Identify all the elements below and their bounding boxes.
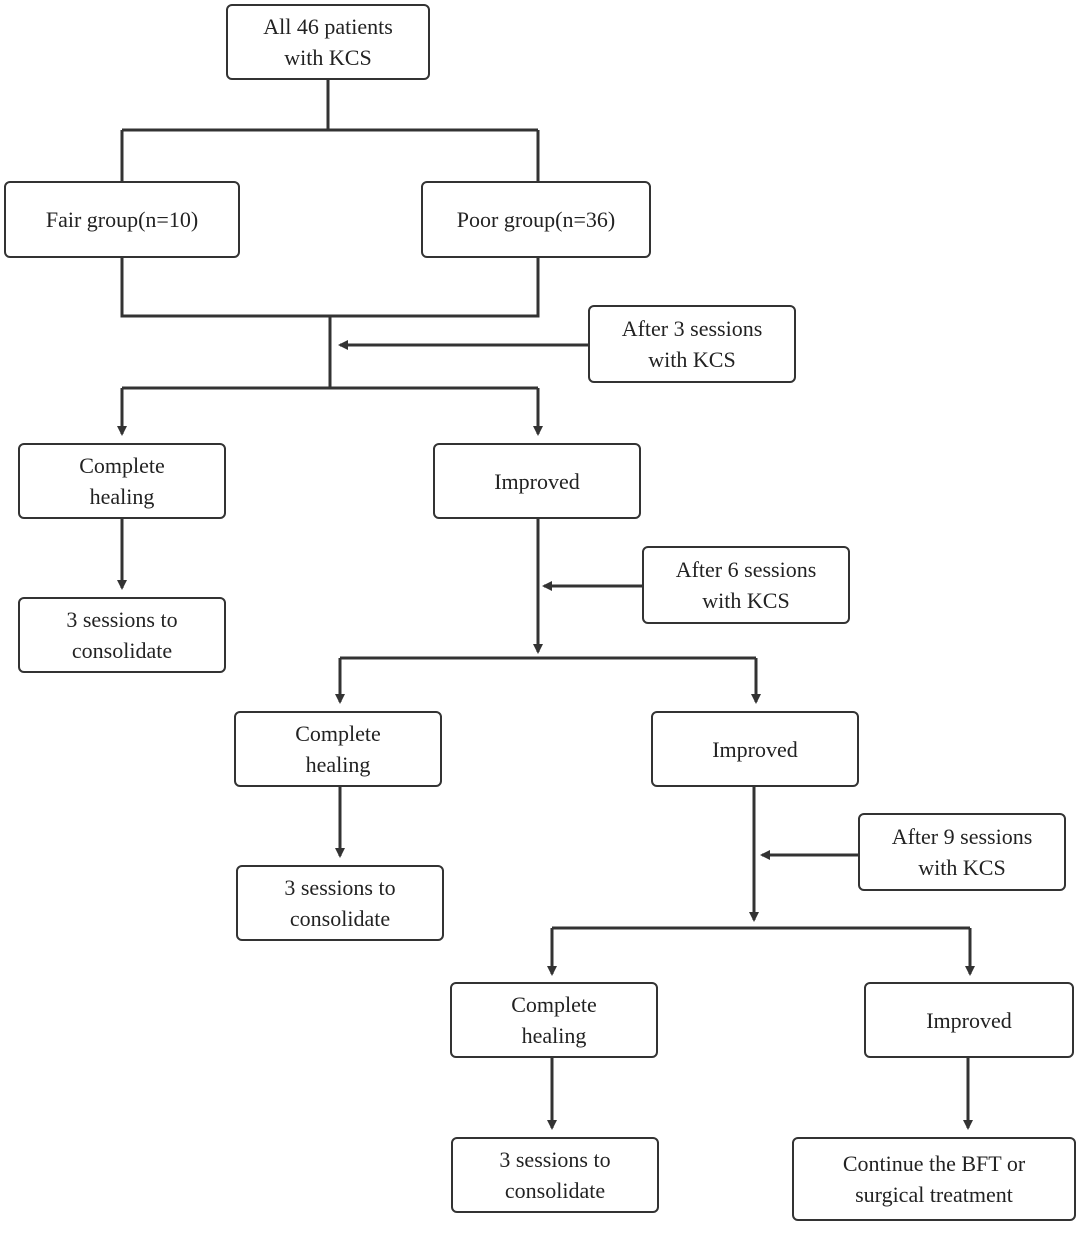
- node-label: consolidate: [289, 906, 391, 931]
- node-label: After 6 sessions: [675, 557, 817, 582]
- note-after-9-sessions: After 9 sessions with KCS: [858, 813, 1066, 891]
- node-label: Continue the BFT or: [842, 1151, 1026, 1176]
- node-label: Improved: [712, 736, 798, 762]
- node-label: healing: [89, 484, 155, 509]
- node-label: with KCS: [702, 588, 790, 613]
- node-label: After 3 sessions: [621, 316, 763, 341]
- node-label: healing: [305, 752, 371, 777]
- node-complete-healing-2: Complete healing: [234, 711, 442, 787]
- node-improved-2: Improved: [651, 711, 859, 787]
- note-after-6-sessions: After 6 sessions with KCS: [642, 546, 850, 624]
- node-consolidate-3: 3 sessions to consolidate: [451, 1137, 659, 1213]
- connector-groups-merge: [120, 258, 540, 390]
- node-label: 3 sessions to: [499, 1147, 611, 1172]
- node-label: Fair group(n=10): [45, 207, 199, 232]
- node-label: Complete: [79, 453, 165, 478]
- node-label: All 46 patients: [263, 14, 393, 39]
- node-consolidate-1: 3 sessions to consolidate: [18, 597, 226, 673]
- node-poor-group: Poor group(n=36): [421, 181, 651, 258]
- node-label: 3 sessions to: [66, 607, 178, 632]
- node-label: with KCS: [648, 347, 736, 372]
- node-improved-3: Improved: [864, 982, 1074, 1058]
- node-label: healing: [521, 1023, 587, 1048]
- node-label: surgical treatment: [855, 1182, 1013, 1207]
- node-label: Improved: [926, 1007, 1012, 1033]
- connector-root-to-groups: [120, 80, 540, 181]
- node-continue-treatment: Continue the BFT or surgical treatment: [792, 1137, 1076, 1221]
- node-all-patients: All 46 patients with KCS: [226, 4, 430, 80]
- node-label: with KCS: [284, 45, 372, 70]
- node-label: Complete: [295, 721, 381, 746]
- node-label: consolidate: [504, 1178, 606, 1203]
- node-fair-group: Fair group(n=10): [4, 181, 240, 258]
- node-complete-healing-1: Complete healing: [18, 443, 226, 519]
- node-improved-1: Improved: [433, 443, 641, 519]
- node-label: After 9 sessions: [891, 824, 1033, 849]
- node-label: 3 sessions to: [284, 875, 396, 900]
- node-label: Complete: [511, 992, 597, 1017]
- node-label: Improved: [494, 468, 580, 494]
- node-consolidate-2: 3 sessions to consolidate: [236, 865, 444, 941]
- node-label: consolidate: [71, 638, 173, 663]
- note-after-3-sessions: After 3 sessions with KCS: [588, 305, 796, 383]
- node-label: Poor group(n=36): [456, 207, 616, 232]
- node-complete-healing-3: Complete healing: [450, 982, 658, 1058]
- node-label: with KCS: [918, 855, 1006, 880]
